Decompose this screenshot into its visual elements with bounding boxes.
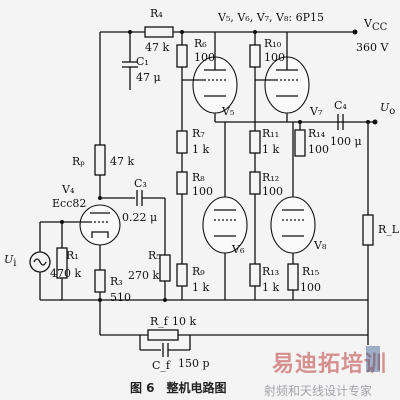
r8-resistor [176,171,188,195]
r12-name: R₁₂ [262,171,280,184]
r12-resistor [249,171,261,195]
junction-dot [98,298,102,302]
v4-type: Ecc82 [52,197,87,210]
v8-name: V₈ [314,239,327,252]
r1-name: R₁ [66,249,79,262]
c4-name: C₄ [334,99,347,112]
v6-name: V₆ [232,243,245,256]
r10-resistor [249,44,261,68]
r3-name: R₃ [110,275,123,288]
v4-name: V₄ [62,183,75,196]
r9-resistor [176,263,188,287]
output-label: Uo [380,101,396,118]
r11-resistor [249,130,261,154]
rf-name: R_f [150,315,168,328]
r7-resistor [176,130,188,154]
supply-terminal [352,29,358,35]
output-terminal [372,119,378,125]
r14-name: R₁₄ [308,127,326,140]
v5-name: V₅ [222,105,235,118]
r6-value: 100 [194,51,215,64]
watermark-brand: 易迪拓培训 [272,352,388,377]
r8-value: 100 [192,185,213,198]
r7-value: 1 k [192,143,210,156]
supply-label: VCC [364,17,388,34]
cf-value: 150 p [178,357,210,370]
r9-value: 1 k [192,281,210,294]
v4-cathode [91,231,109,238]
junction-dot [98,196,102,200]
r6-name: R₆ [194,37,207,50]
junction-dot [298,120,302,124]
junction-dot [366,120,370,124]
r10-name: R₁₀ [264,37,282,50]
r9-name: R₉ [192,265,205,278]
r6-resistor [176,44,188,68]
figure-caption: 图 6 整机电路图 [130,381,227,395]
r12-value: 100 [262,185,283,198]
cf-name: C_f [152,359,170,372]
junction-dot [180,30,184,34]
rp-resistor [94,144,106,176]
r3-resistor [94,269,106,293]
r7-name: R₇ [192,127,205,140]
r14-resistor [294,129,306,157]
junction-dot [128,30,132,34]
rp-value: 47 k [110,155,135,168]
r4-name: R₄ [150,7,163,20]
c1-name: C₁ [136,55,149,68]
rf-value: 10 k [172,315,197,328]
junction-dot [253,30,257,34]
r4-resistor [144,26,174,38]
r4-value: 47 k [145,41,170,54]
rl-resistor [362,214,374,246]
r5-resistor [159,254,171,282]
supply-value: 360 V [356,41,389,54]
r15-resistor [287,263,299,291]
junction-dot [163,298,167,302]
rl-name: R_L [378,223,400,236]
r13-resistor [249,263,261,287]
r8-name: R₈ [192,171,205,184]
junction-dot [60,220,64,224]
v7-name: V₇ [310,105,323,118]
v8-tube [270,196,316,254]
r11-value: 1 k [262,143,280,156]
r5-value: 270 k [128,269,160,282]
rp-name: Rₚ [72,155,85,168]
r14-value: 100 [308,143,329,156]
c3-value: 0.22 μ [122,211,158,224]
watermark-tagline: 射频和天线设计专家 [264,384,373,398]
r13-name: R₁₃ [262,265,280,278]
c1-value: 47 μ [136,71,161,84]
r3-value: 510 [110,291,131,304]
watermark-logo [366,346,380,372]
tube-type-label: V₅, V₆, V₇, V₈: 6P15 [218,11,324,24]
input-label: Ui [4,253,17,270]
sine-symbol [33,258,47,266]
r15-name: R₁₅ [302,265,320,278]
rf-resistor [147,329,179,341]
r1-value: 470 k [50,267,82,280]
c3-name: C₃ [134,177,147,190]
r1-resistor [56,247,68,279]
r15-value: 100 [300,281,321,294]
r11-name: R₁₁ [262,127,280,140]
r10-value: 100 [264,51,285,64]
c4-value: 100 μ [330,135,362,148]
v4-tube [79,204,121,246]
r5-name: R₅ [148,249,161,262]
r13-value: 1 k [262,281,280,294]
